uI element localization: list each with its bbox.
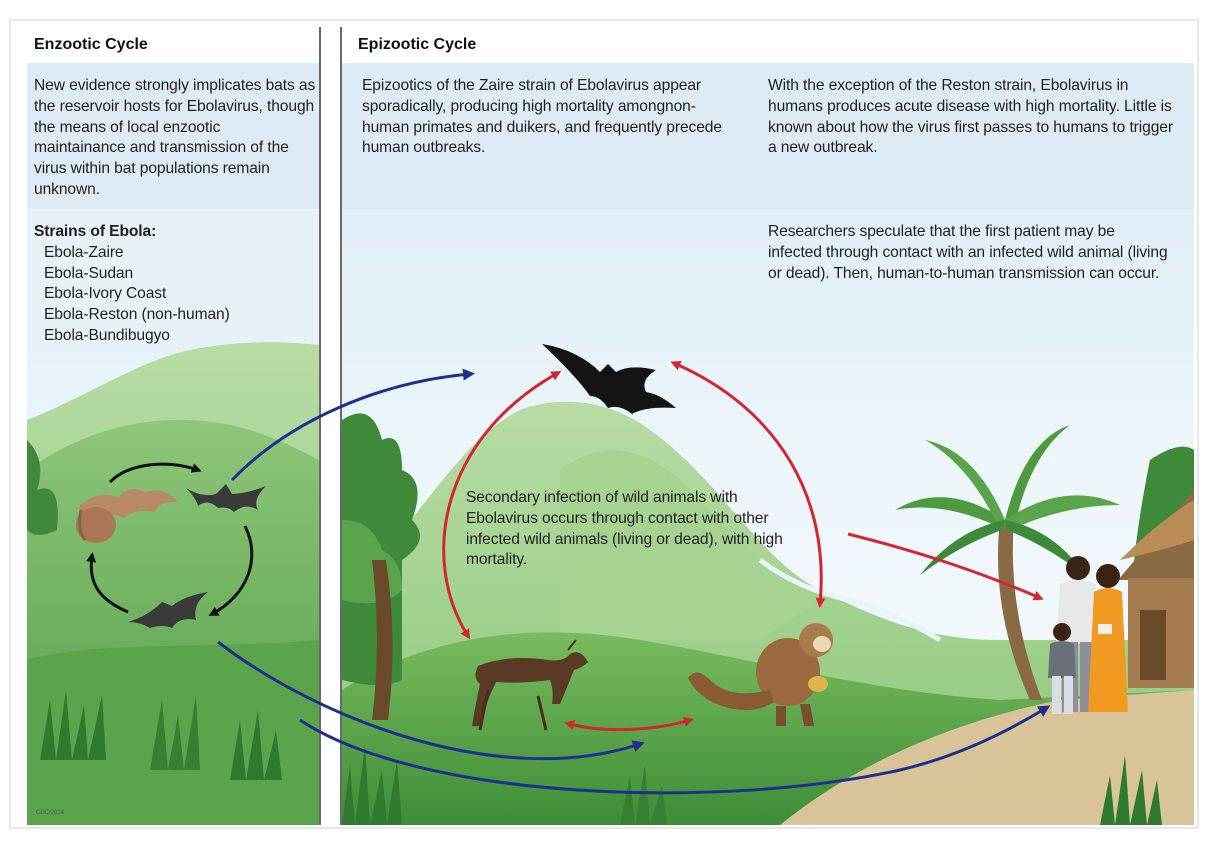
strain-item: Ebola-Sudan	[34, 264, 314, 285]
researchers-text: Researchers speculate that the first pat…	[768, 222, 1168, 284]
strain-item: Ebola-Reston (non-human)	[34, 305, 314, 326]
epizootic-animals-text: Epizootics of the Zaire strain of Ebolav…	[362, 76, 736, 159]
strain-item: Ebola-Zaire	[34, 243, 314, 264]
strains-title: Strains of Ebola:	[34, 222, 314, 243]
enzootic-description: New evidence strongly implicates bats as…	[34, 76, 316, 201]
epizootic-title: Epizootic Cycle	[358, 36, 476, 54]
strain-item: Ebola-Bundibugyo	[34, 326, 314, 347]
strain-item: Ebola-Ivory Coast	[34, 284, 314, 305]
epizootic-humans-text: With the exception of the Reston strain,…	[768, 76, 1178, 159]
image-credit: CDC/2014	[36, 810, 64, 816]
secondary-infection-text: Secondary infection of wild animals with…	[466, 488, 810, 571]
strains-list: Strains of Ebola: Ebola-Zaire Ebola-Suda…	[34, 222, 314, 347]
enzootic-title: Enzootic Cycle	[34, 36, 148, 54]
